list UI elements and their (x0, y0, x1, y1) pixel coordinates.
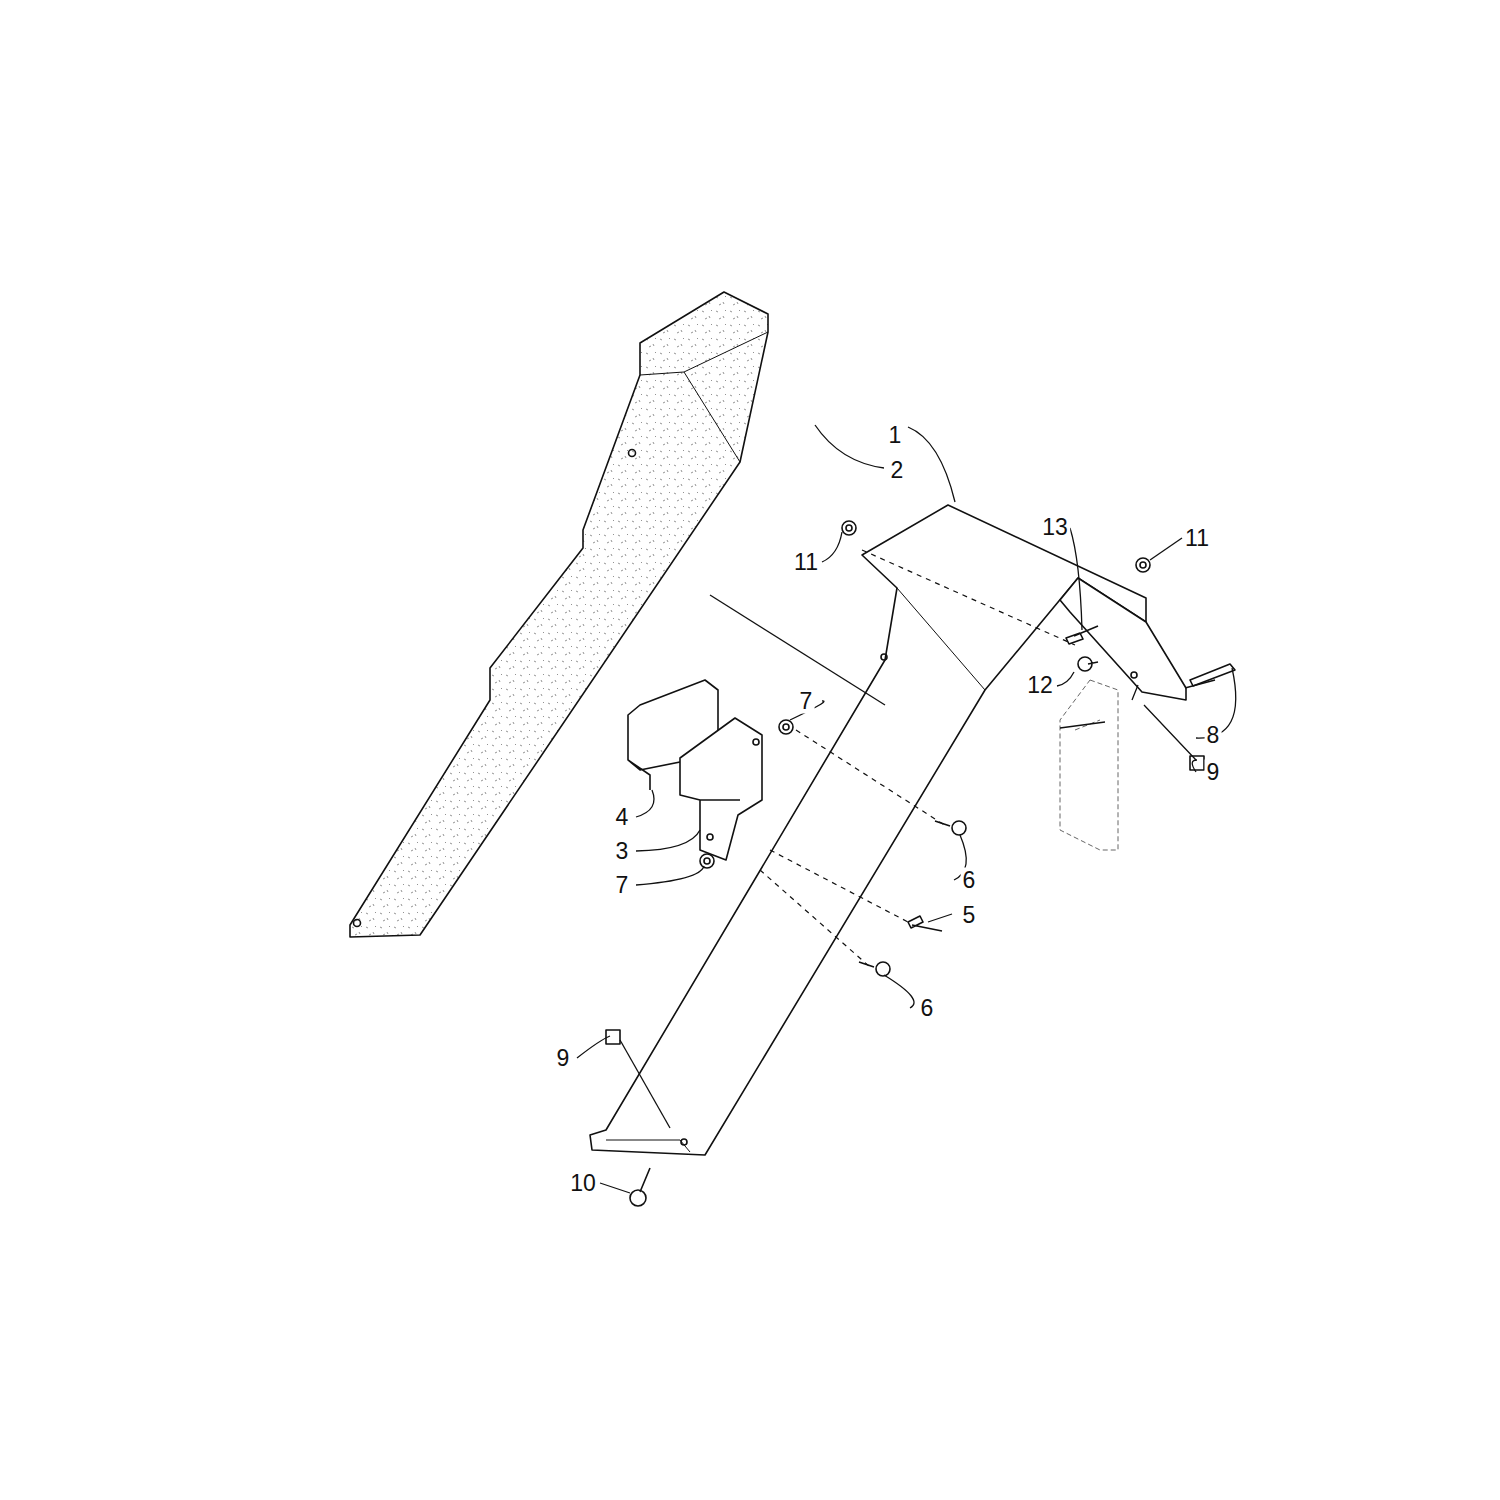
callout-number: 11 (792, 550, 820, 575)
foam-pad (350, 292, 768, 937)
fasteners (606, 521, 1235, 1206)
callout-number: 9 (555, 1046, 572, 1071)
callout-number: 5 (961, 903, 978, 928)
callout-number: 13 (1040, 515, 1070, 540)
callout-number: 2 (889, 458, 906, 483)
callout-number: 10 (568, 1171, 598, 1196)
callout-number: 12 (1025, 673, 1055, 698)
leader-lines (577, 425, 1236, 1193)
shield-fold (606, 588, 985, 1152)
callout-number: 6 (961, 868, 978, 893)
callout-number: 6 (919, 996, 936, 1021)
callout-number: 8 (1205, 723, 1222, 748)
pad-hole (354, 920, 361, 927)
pad-edge (640, 332, 768, 462)
bracket-hole (753, 739, 759, 745)
pad-hole (629, 450, 636, 457)
callout-number: 1 (887, 423, 904, 448)
callout-number: 9 (1205, 760, 1222, 785)
shield-flap (1060, 578, 1186, 700)
bracket-hole (707, 834, 713, 840)
callout-number: 3 (614, 839, 631, 864)
callout-number: 4 (614, 805, 631, 830)
alignment-lines (760, 550, 1075, 967)
callout-number: 11 (1183, 526, 1211, 551)
callout-number: 7 (798, 689, 815, 714)
shield-hole (1131, 672, 1137, 678)
frame-ghost (1060, 680, 1118, 850)
callout-number: 7 (614, 873, 631, 898)
shield-hole (681, 1139, 687, 1145)
shield-hole (881, 654, 887, 660)
